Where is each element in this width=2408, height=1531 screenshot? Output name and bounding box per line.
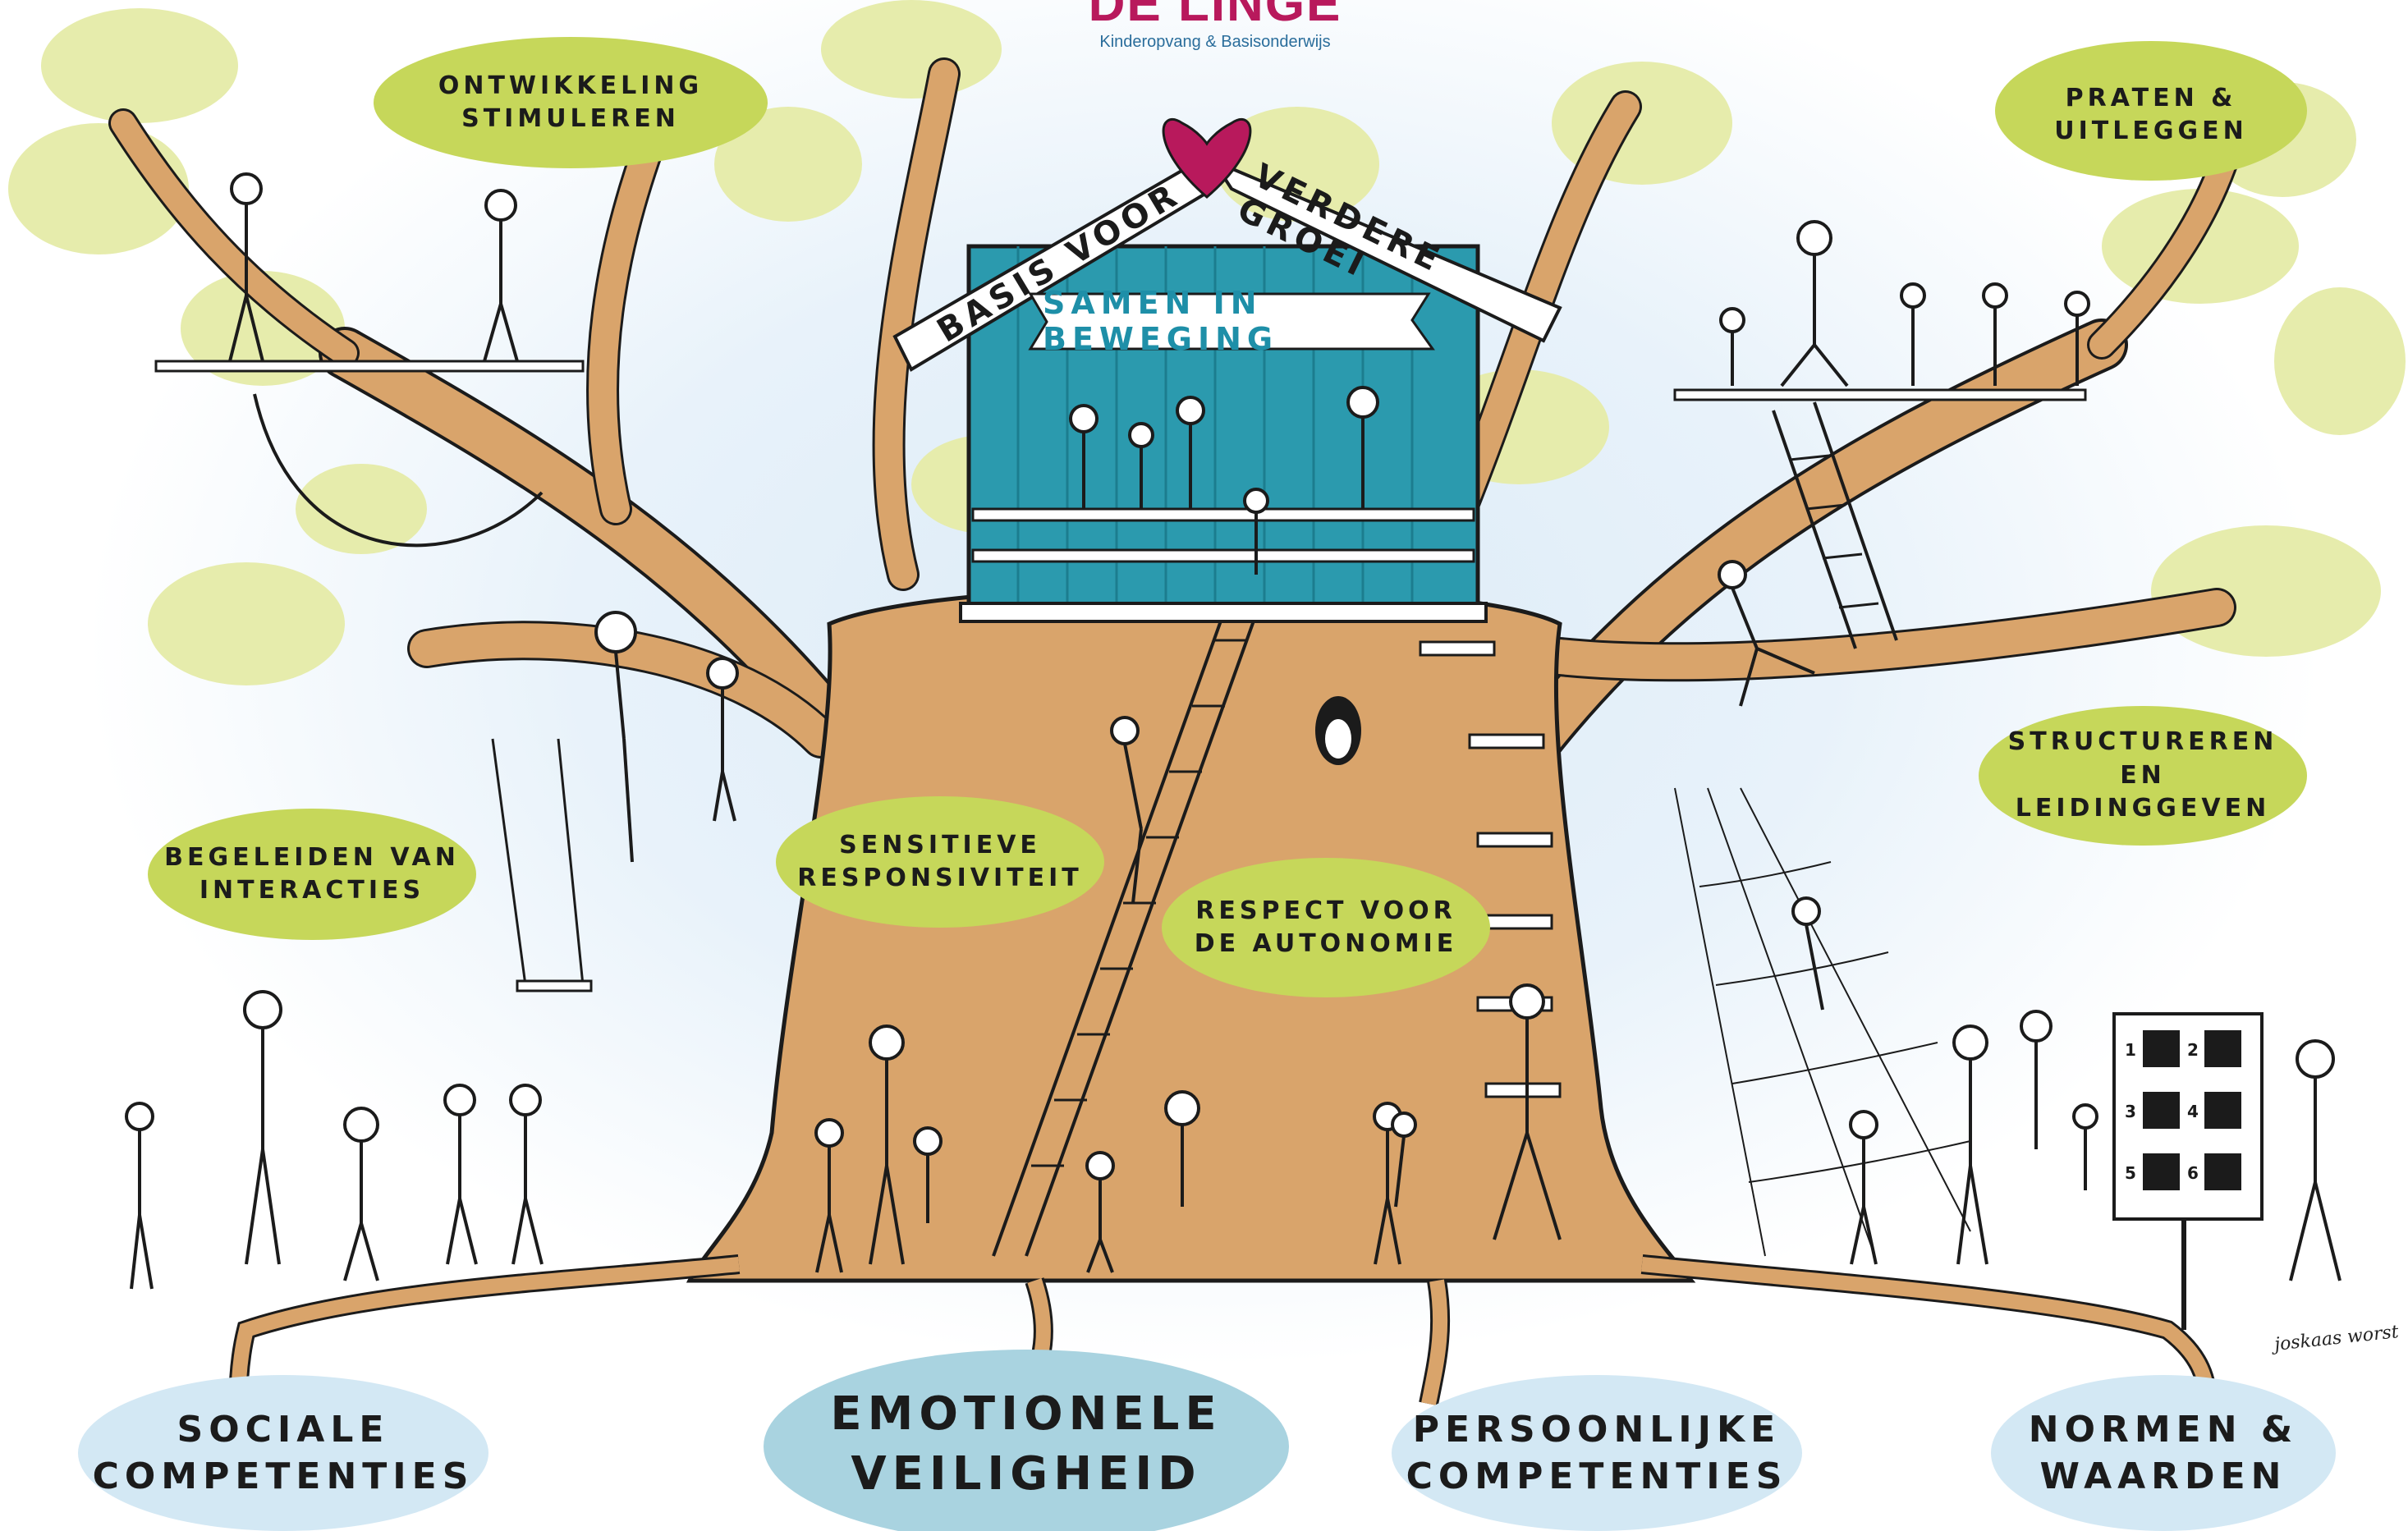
cloud-ontwikkeling-stimuleren: Ontwikkeling stimuleren bbox=[438, 71, 704, 134]
house-banner: Samen in beweging bbox=[1043, 285, 1279, 357]
de-linge-logo: DE LINGE Kinderopvang & Basisonderwijs bbox=[1051, 0, 1379, 53]
root-emotionele-veiligheid: Emotionele veiligheid bbox=[830, 1387, 1222, 1501]
ladders bbox=[992, 401, 1898, 1257]
board-number: 3 bbox=[2125, 1102, 2136, 1121]
root-sociale-competenties: Sociale competenties bbox=[92, 1408, 475, 1497]
treehouse bbox=[892, 118, 1562, 623]
root-normen-waarden: Normen & waarden bbox=[2028, 1408, 2299, 1497]
platforms bbox=[154, 360, 2087, 401]
heart-icon bbox=[1162, 118, 1252, 199]
board-number: 2 bbox=[2187, 1040, 2199, 1060]
root-ellipses bbox=[78, 1350, 2336, 1531]
board-number: 1 bbox=[2125, 1040, 2136, 1060]
cloud-structureren-leidinggeven: Structureren en leidinggeven bbox=[2007, 727, 2278, 823]
tree-roots bbox=[228, 1254, 2218, 1421]
board-number: 4 bbox=[2187, 1102, 2199, 1121]
cloud-shapes bbox=[148, 37, 2307, 997]
cloud-sensitieve-responsiviteit: Sensitieve responsiviteit bbox=[797, 830, 1083, 893]
board-numbers: 1 2 3 4 5 6 bbox=[2125, 1040, 2199, 1183]
trunk-steps bbox=[1419, 640, 1562, 1098]
climbing-net bbox=[1674, 787, 1971, 1257]
board-number: 6 bbox=[2187, 1163, 2199, 1183]
ladder-rungs bbox=[1031, 454, 1879, 1167]
root-persoonlijke-competenties: Persoonlijke competenties bbox=[1406, 1408, 1788, 1497]
logo-subtitle: Kinderopvang & Basisonderwijs bbox=[1099, 33, 1331, 51]
cloud-respect-autonomie: Respect voor de autonomie bbox=[1194, 896, 1458, 959]
people bbox=[125, 172, 2341, 1290]
swing bbox=[491, 738, 593, 992]
cloud-begeleiden-interacties: Begeleiden van interacties bbox=[164, 842, 460, 905]
norms-board bbox=[2112, 1012, 2264, 1330]
hammock bbox=[253, 393, 544, 548]
logo-title: DE LINGE bbox=[1088, 0, 1342, 32]
cloud-praten-uitleggen: Praten & uitleggen bbox=[2054, 83, 2248, 146]
board-number: 5 bbox=[2125, 1163, 2136, 1183]
